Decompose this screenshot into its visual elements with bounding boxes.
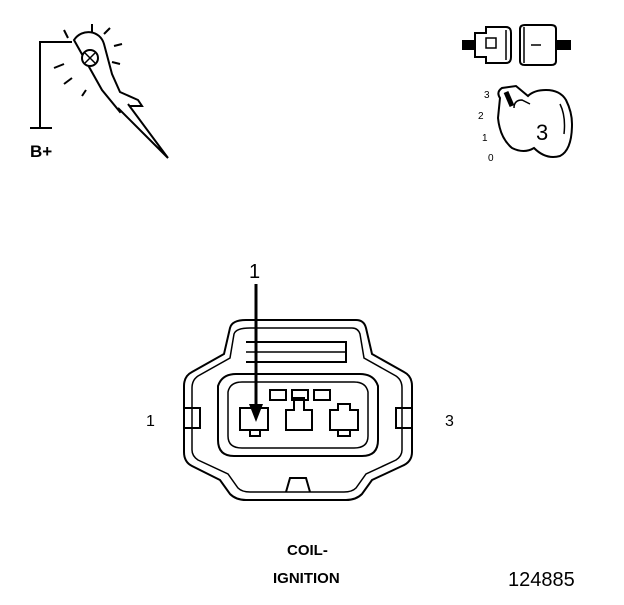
- key-position-1: 1: [482, 133, 488, 144]
- figure-number: 124885: [508, 569, 575, 591]
- callout-label: 1: [249, 261, 260, 283]
- test-light-label: B+: [30, 142, 52, 161]
- key-selected-position: 3: [536, 120, 548, 145]
- caption-line-1: COIL-: [287, 542, 328, 559]
- disconnected-connector-icon: [462, 24, 571, 66]
- terminal-label-left: 1: [146, 413, 155, 430]
- key-position-3: 3: [484, 90, 490, 101]
- key-position-2: 2: [478, 111, 484, 122]
- caption-line-2: IGNITION: [273, 570, 340, 587]
- key-position-0: 0: [488, 153, 494, 164]
- terminal-label-right: 3: [445, 413, 454, 430]
- callout-arrow: [249, 284, 263, 422]
- test-light-icon: [30, 24, 169, 159]
- ignition-key-icon: [496, 84, 574, 158]
- connector-face: [183, 319, 413, 501]
